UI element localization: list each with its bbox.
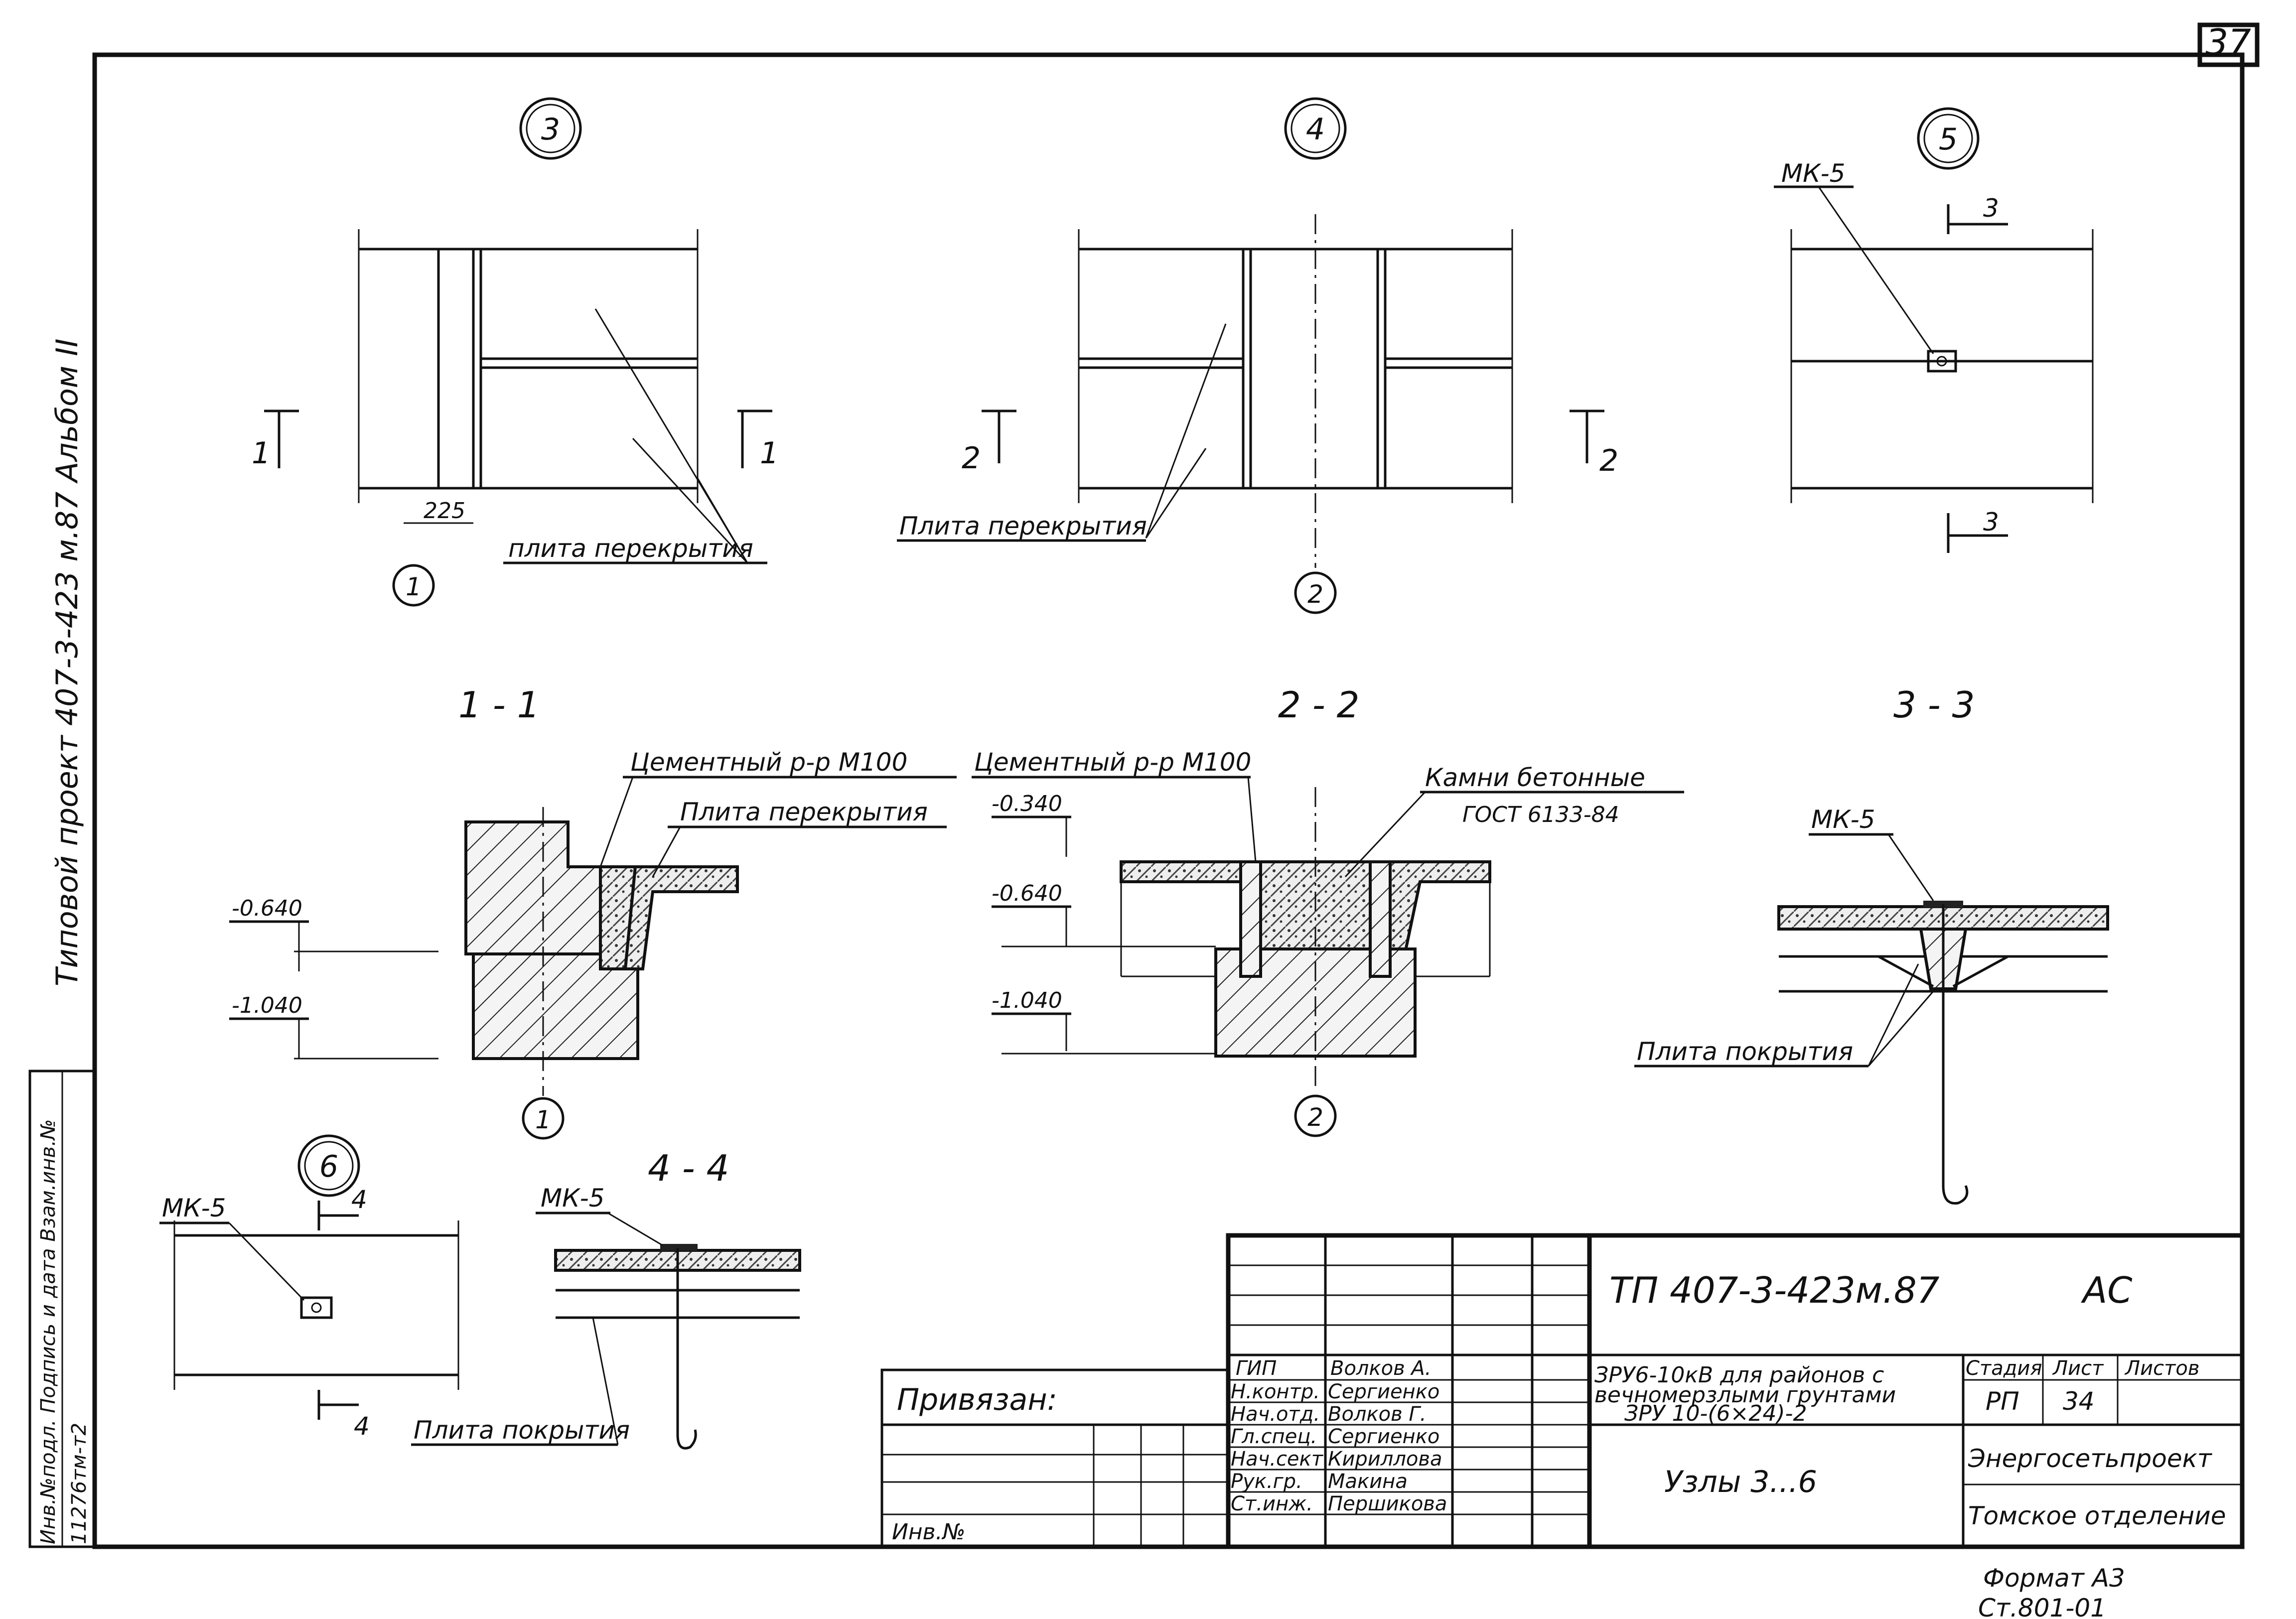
node-5-marker (1917, 107, 1980, 170)
tb-mark: АС (2081, 1269, 2133, 1311)
tb-role-0: ГИП (1236, 1357, 1277, 1380)
tb-name-2: Волков Г. (1328, 1403, 1426, 1426)
binding-block: Привязан: Инв.№ (880, 1368, 1230, 1548)
s33-mk5-label: МК-5 (1811, 805, 1875, 834)
tb-name-0: Волков А. (1330, 1357, 1431, 1380)
s44-mk5-label: МК-5 (541, 1184, 605, 1213)
node-4-axis-marker (1294, 571, 1337, 614)
section-4-4: 4 - 4 МК-5 Плита покрытия (411, 1147, 801, 1450)
node-6-cut-bottom: 4 (354, 1412, 370, 1441)
tb-code: ТП 407-3-423м.87 (1609, 1269, 1940, 1311)
node-3-dim: 225 (424, 498, 465, 524)
s33-slab-label: Плита покрытия (1637, 1037, 1853, 1066)
s22-gost-label: ГОСТ 6133-84 (1462, 802, 1619, 827)
tb-desc-2: вечномерзлыми грунтами (1594, 1382, 1896, 1408)
node-6: 6 МК-5 4 4 (159, 1134, 459, 1441)
node-4-marker (1284, 97, 1347, 160)
s22-level-1: -0.640 (992, 881, 1062, 906)
tb-desc-1: ЗРУ6-10кВ для районов с (1594, 1362, 1884, 1388)
s11-mortar-label: Цементный р-р М100 (630, 748, 907, 777)
side-inv-number: 11276тм-т2 (68, 1423, 91, 1544)
node-4: 4 Плита перекрытия 2 2 2 (897, 97, 1618, 614)
node-6-mk-label: МК-5 (162, 1194, 226, 1222)
tb-stage-header: Стадия (1966, 1357, 2042, 1380)
node-3-cut-left: 1 (252, 436, 271, 471)
node-4-marker-label: 4 (1306, 112, 1325, 147)
sheet-frame (92, 52, 2245, 1549)
node-5-cut-top: 3 (1983, 194, 1999, 223)
s22-level-2: -1.040 (992, 988, 1062, 1013)
sheet-number-box (2197, 22, 2260, 67)
node-5-marker-label: 5 (1939, 122, 1958, 157)
tb-name-3: Сергиенко (1328, 1425, 1439, 1448)
tb-role-6: Ст.инж. (1231, 1492, 1313, 1515)
footer-code: Ст.801-01 (1978, 1594, 2106, 1619)
node-3-slab-label: плита перекрытия (508, 534, 753, 563)
tb-desc-3: ЗРУ 10-(6×24)-2 (1624, 1401, 1807, 1426)
node-3-marker (519, 97, 582, 160)
section-2-2-title: 2 - 2 (1278, 684, 1359, 726)
node-3-axis-marker (392, 564, 435, 607)
tb-role-5: Рук.гр. (1231, 1470, 1302, 1493)
s44-slab-label: Плита покрытия (414, 1416, 630, 1445)
s22-mortar-label: Цементный р-р М100 (974, 748, 1251, 777)
tb-name-4: Кириллова (1328, 1448, 1442, 1471)
node-3: 3 плита перекрытия 225 1 1 1 (252, 97, 779, 607)
sheet-number: 37 (2205, 21, 2251, 63)
tb-content: Узлы 3...6 (1664, 1465, 1817, 1499)
node-6-marker-label: 6 (319, 1149, 338, 1184)
section-4-4-title: 4 - 4 (648, 1147, 729, 1189)
tb-name-1: Сергиенко (1328, 1380, 1439, 1403)
side-inv-block: Инв.№подл. Подпись и дата Взам.инв.№ (37, 1119, 60, 1544)
s11-axis-label: 1 (535, 1105, 551, 1134)
tb-inv: Инв.№ (892, 1519, 965, 1545)
tb-role-3: Гл.спец. (1231, 1425, 1317, 1448)
s44-mk5-plate (660, 1244, 698, 1251)
s11-slab-label: Плита перекрытия (680, 798, 928, 826)
section-3-3-title: 3 - 3 (1893, 684, 1975, 726)
node-6-marker (297, 1134, 360, 1197)
tb-name-5: Макина (1328, 1470, 1408, 1493)
tb-bound: Привязан: (897, 1382, 1057, 1417)
node-3-axis-label: 1 (406, 572, 422, 601)
side-project-text: Типовой проект 407-3-423 м.87 Альбом II (50, 339, 85, 986)
tb-role-4: Нач.сект. (1231, 1448, 1329, 1471)
section-3-3: 3 - 3 МК-5 Плита покрытия (1634, 684, 2109, 1205)
section-1-1-title: 1 - 1 (458, 684, 540, 726)
node-5: 5 МК-5 3 3 (1774, 107, 2094, 553)
format-label: Формат А3 (1983, 1564, 2125, 1593)
s11-level-1: -0.640 (232, 896, 302, 921)
s22-axis-label: 2 (1307, 1103, 1323, 1132)
tb-sheet: 34 (2063, 1387, 2095, 1416)
tb-sheets-header: Листов (2124, 1357, 2199, 1380)
node-4-cut-left: 2 (962, 441, 981, 476)
tb-org-1: Энергосетьпроект (1968, 1444, 2213, 1473)
tb-role-1: Н.контр. (1231, 1380, 1320, 1403)
tb-org-2: Томское отделение (1968, 1501, 2226, 1530)
node-6-cut-top: 4 (351, 1185, 367, 1214)
tb-role-2: Нач.отд. (1231, 1403, 1320, 1426)
node-4-slab-label: Плита перекрытия (899, 512, 1147, 540)
node-5-mk-label: МК-5 (1781, 159, 1846, 188)
node-4-axis-label: 2 (1307, 580, 1323, 609)
section-1-1: 1 - 1 Цементный р-р М100 Плита перекрыти… (229, 684, 957, 1140)
tb-stage: РП (1986, 1387, 2019, 1416)
tb-name-6: Першикова (1328, 1492, 1447, 1515)
mk5-plate (1927, 350, 1957, 373)
s22-level-0: -0.340 (992, 791, 1062, 816)
title-block: ТП 407-3-423м.87 АС ГИП Н.контр. Нач.отд… (1226, 1233, 2245, 1549)
node-3-cut-right: 1 (760, 436, 779, 471)
s11-level-2: -1.040 (232, 993, 302, 1018)
s22-axis-marker (1294, 1094, 1337, 1137)
s22-stones-label: Камни бетонные (1425, 763, 1645, 792)
tb-sheet-header: Лист (2052, 1357, 2104, 1380)
node-4-cut-right: 2 (1599, 443, 1618, 478)
mk5-plate-6 (300, 1296, 333, 1319)
s11-axis-marker (522, 1097, 565, 1140)
section-2-2: 2 - 2 Цементный р-р М100 Камни бетонные … (972, 684, 1684, 1137)
node-3-marker-label: 3 (541, 112, 560, 147)
node-5-cut-bottom: 3 (1983, 508, 1999, 537)
